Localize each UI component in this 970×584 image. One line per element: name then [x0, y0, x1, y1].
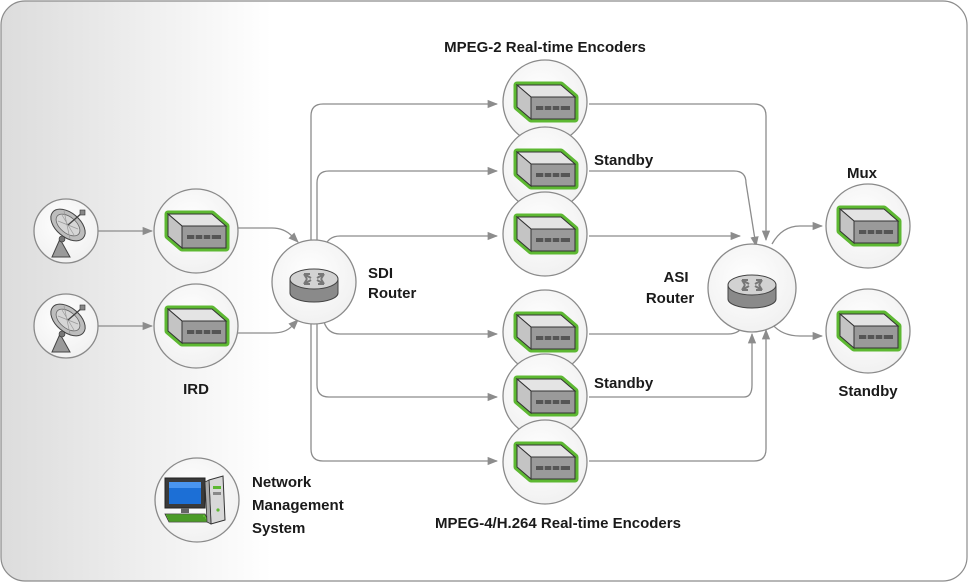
mux-node [825, 183, 911, 269]
link-sdi-enc1 [310, 99, 499, 242]
label-asi-router-2: Router [646, 290, 694, 307]
label-sdi-router-1: SDI [368, 265, 393, 282]
link-ird2-sdi [238, 319, 299, 334]
link-enc2-asi [589, 170, 759, 248]
nms-node [154, 457, 240, 543]
link-enc1-asi [589, 103, 771, 242]
label-mux-standby: Standby [838, 383, 898, 400]
encoder-node-6 [502, 419, 588, 505]
label-standby-top: Standby [594, 152, 654, 169]
link-sdi-enc6 [310, 324, 499, 466]
rack-device-icon [517, 152, 575, 186]
link-enc6-asi [589, 328, 771, 462]
label-mpeg2-encoders: MPEG-2 Real-time Encoders [444, 39, 646, 56]
rack-device-icon [517, 315, 575, 349]
encoder-node-3 [502, 191, 588, 277]
router-icon [727, 274, 777, 309]
rack-device-icon [517, 379, 575, 413]
link-sdi-enc2 [316, 166, 499, 242]
satellite-node-2 [33, 293, 99, 359]
label-ird: IRD [183, 381, 209, 398]
label-nms-3: System [252, 520, 305, 537]
link-sdi-enc4 [323, 321, 499, 339]
rack-device-icon [168, 214, 226, 248]
label-nms-2: Management [252, 497, 344, 514]
router-icon [289, 268, 339, 303]
rack-device-icon [168, 309, 226, 343]
link-enc5-asi [589, 332, 757, 398]
link-sdi-enc5 [316, 324, 499, 402]
ird-node-1 [153, 188, 239, 274]
rack-device-icon [840, 314, 898, 348]
label-mux: Mux [847, 165, 878, 182]
label-nms-1: Network [252, 474, 312, 491]
link-asi-mux [771, 221, 824, 245]
sdi-router-node [271, 239, 357, 325]
label-mpeg4-encoders: MPEG-4/H.264 Real-time Encoders [435, 515, 681, 532]
rack-device-icon [840, 209, 898, 243]
label-sdi-router-2: Router [368, 285, 416, 302]
label-asi-router-1: ASI [663, 269, 688, 286]
asi-router-node [707, 243, 797, 333]
rack-device-icon [517, 85, 575, 119]
link-ird1-sdi [238, 227, 299, 243]
mux-standby-node [825, 288, 911, 374]
ird-node-2 [153, 283, 239, 369]
rack-device-icon [517, 217, 575, 251]
rack-device-icon [517, 445, 575, 479]
computer-workstation-icon [164, 475, 226, 525]
label-standby-bottom: Standby [594, 375, 654, 392]
satellite-node-1 [33, 198, 99, 264]
